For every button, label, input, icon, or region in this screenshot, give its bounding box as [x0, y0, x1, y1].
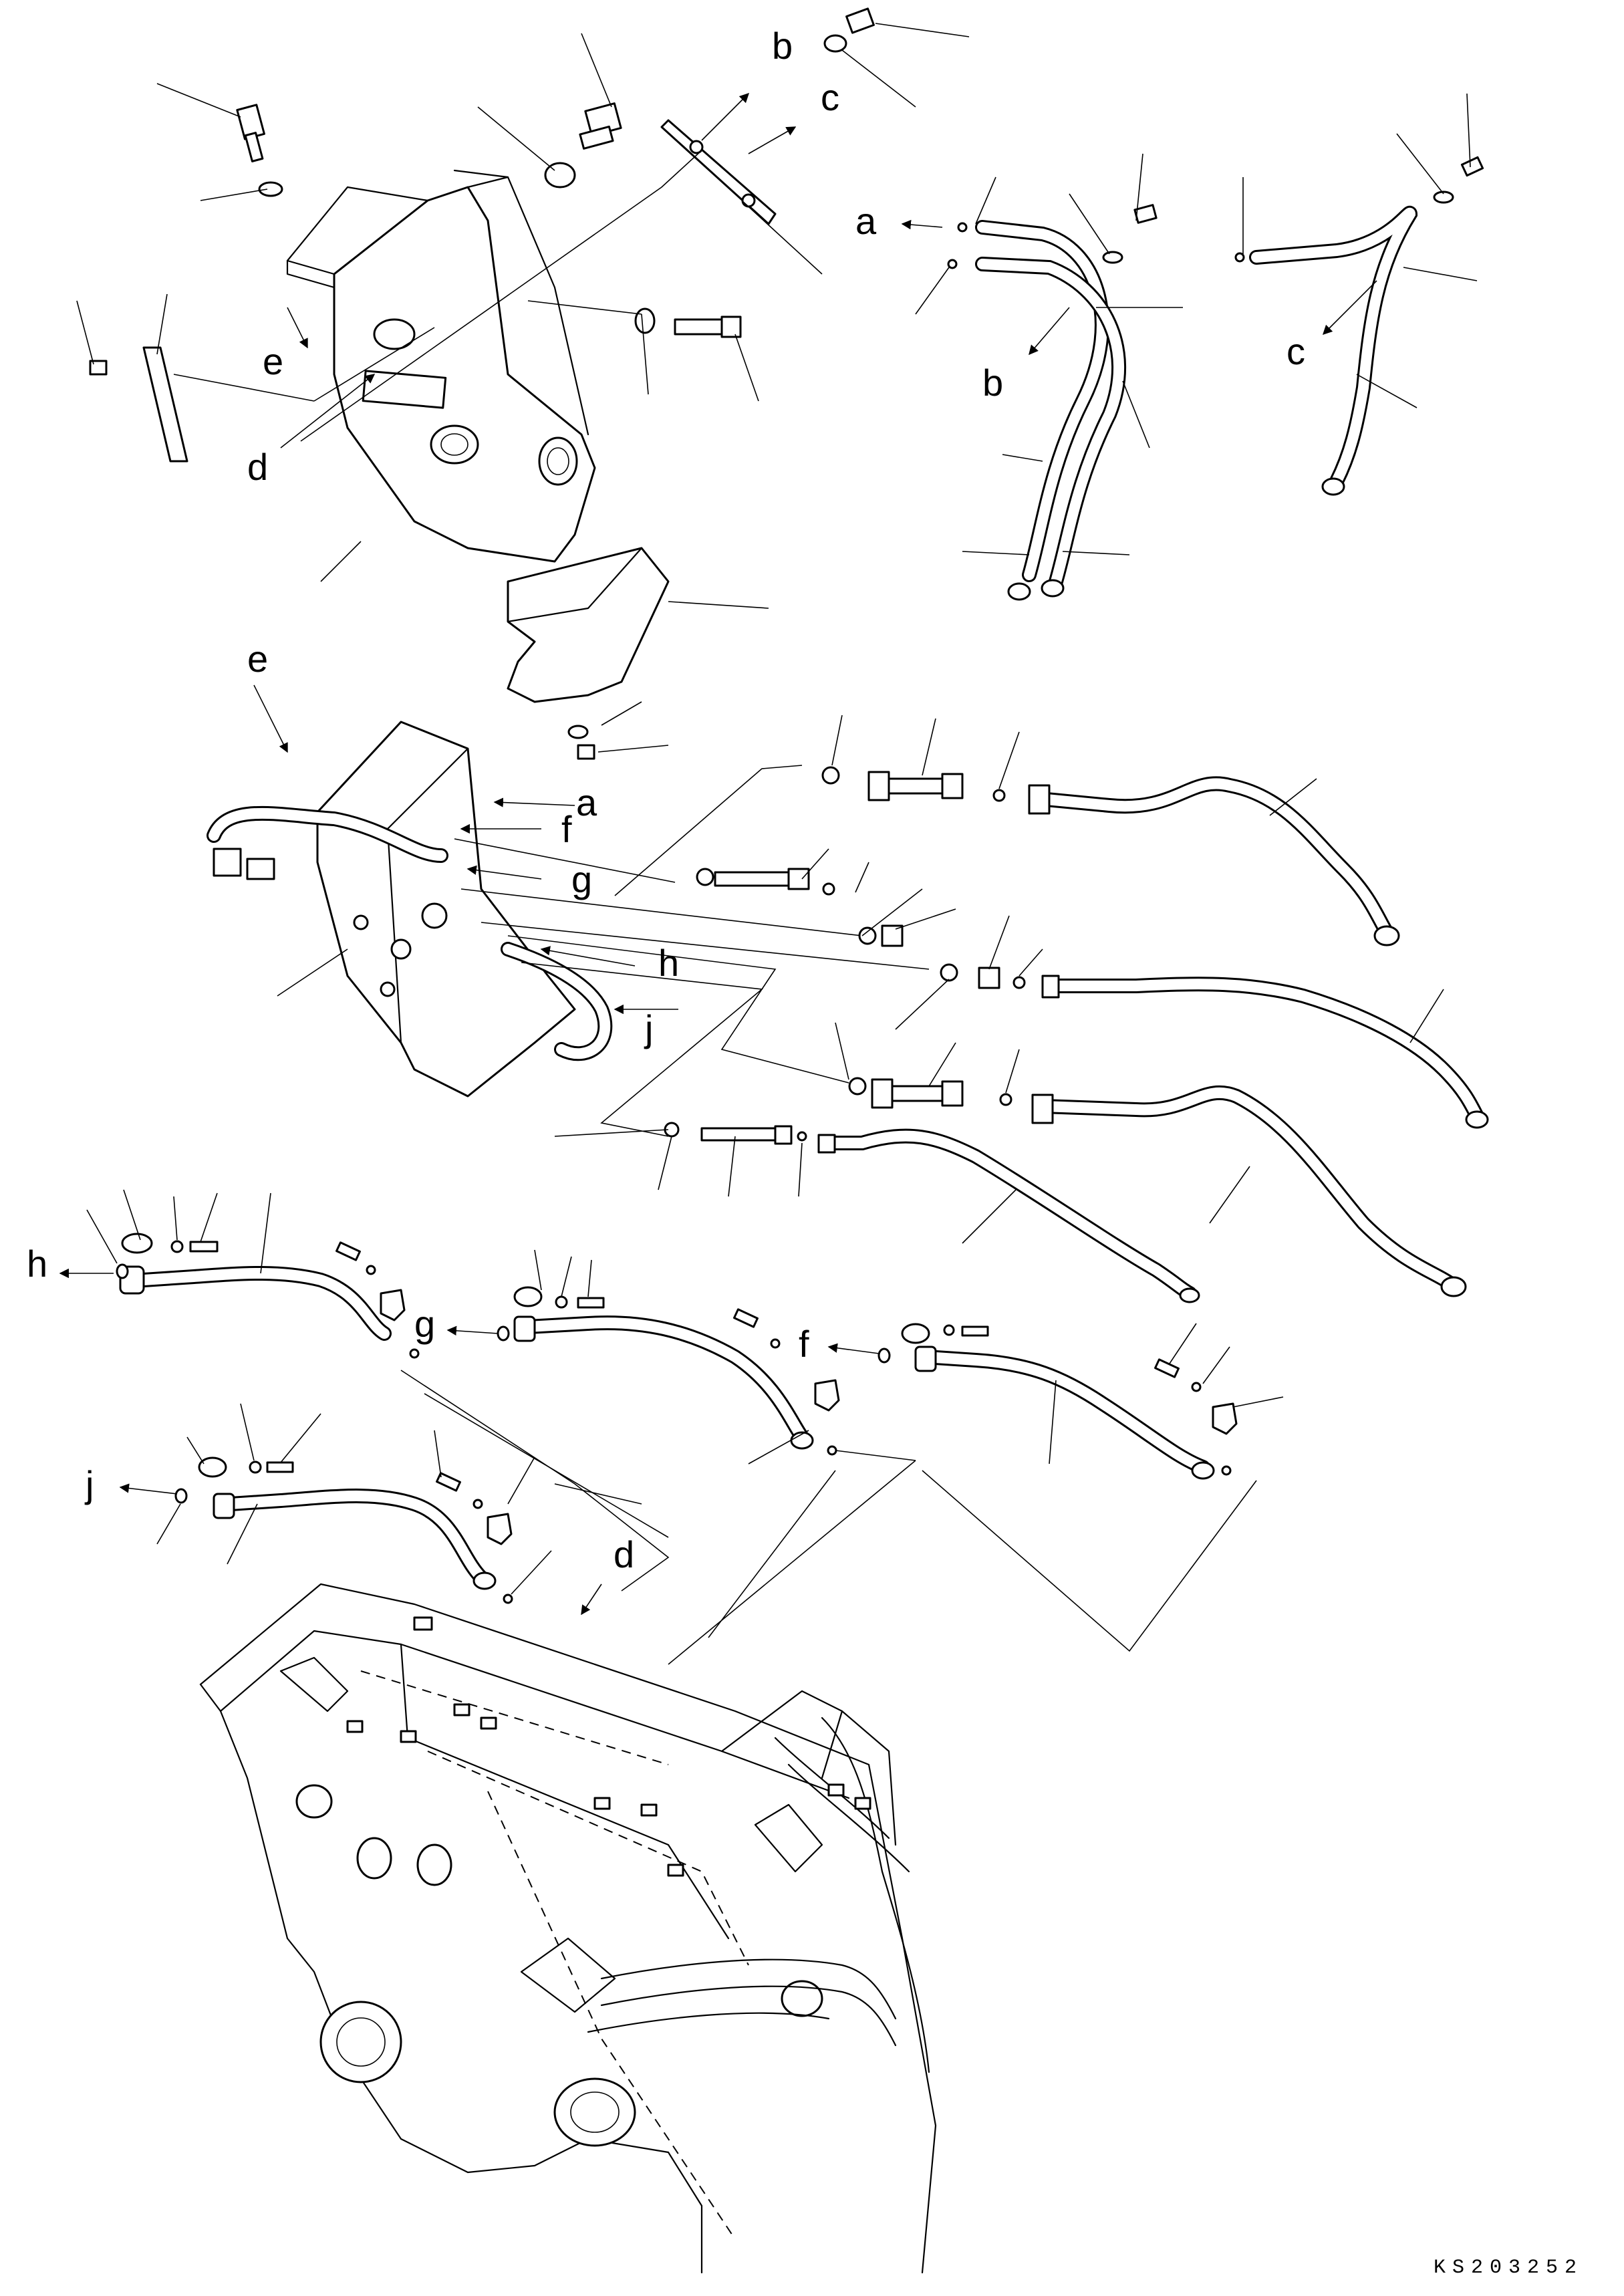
- callout-b: b: [982, 362, 1003, 404]
- callout-j: j: [644, 1007, 653, 1049]
- callout-g: g: [414, 1303, 435, 1345]
- callout-e: e: [247, 638, 268, 680]
- callout-h: h: [658, 942, 679, 984]
- drawing-code: KS203252: [1434, 2257, 1583, 2279]
- short-hoses: [59, 1189, 1284, 1665]
- callout-d: d: [247, 446, 268, 488]
- upper-hose-pair: [901, 153, 1183, 601]
- long-hoses: [554, 715, 1489, 1303]
- valve-block: [207, 684, 930, 1137]
- callout-d: d: [614, 1533, 634, 1575]
- callout-labels: b c e d a b c e a f g h j h g f j d: [27, 25, 1305, 1575]
- upper-hose-single: [1234, 93, 1484, 496]
- callout-j: j: [84, 1463, 94, 1505]
- callout-c: c: [1287, 330, 1305, 372]
- callout-e: e: [263, 340, 283, 382]
- upper-bracket-assembly: [76, 7, 970, 760]
- callout-b: b: [772, 25, 793, 67]
- callout-f: f: [561, 808, 572, 850]
- main-frame: [199, 1583, 937, 2274]
- callout-a: a: [855, 200, 877, 242]
- callout-a: a: [576, 781, 597, 823]
- callout-g: g: [571, 858, 592, 900]
- callout-h: h: [27, 1243, 47, 1285]
- callout-c: c: [821, 76, 839, 118]
- callout-f: f: [799, 1323, 809, 1365]
